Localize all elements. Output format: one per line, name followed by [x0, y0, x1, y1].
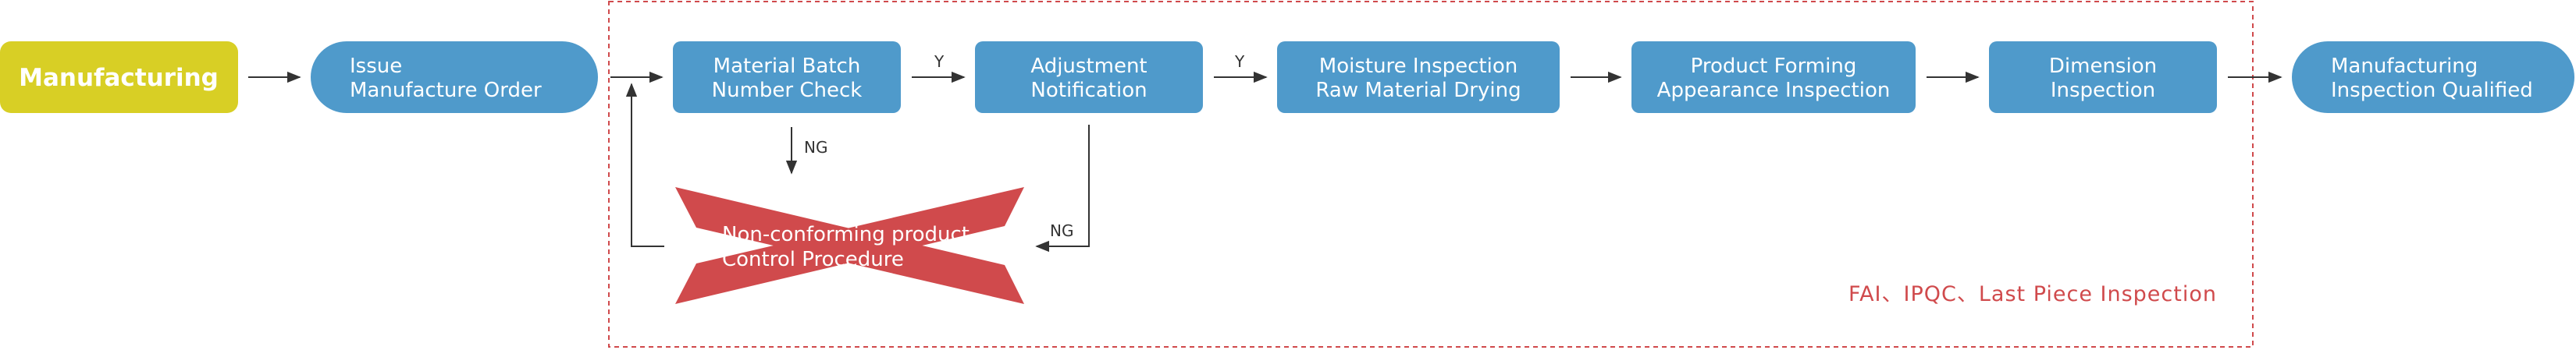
reject-line2: Control Procedure [722, 248, 904, 271]
adjustment-line2: Notification [1030, 79, 1147, 102]
step-product-forming: Product Forming Appearance Inspection [1631, 41, 1916, 113]
forming-line1: Product Forming [1691, 55, 1857, 78]
step-dimension-inspection: Dimension Inspection [1989, 41, 2217, 113]
dimension-line1: Dimension [2049, 55, 2157, 78]
start-manufacturing: Manufacturing [0, 41, 238, 113]
yes-label-1: Y [934, 52, 945, 71]
ng-label-batch: NG [804, 138, 827, 157]
inspection-region [608, 1, 2254, 348]
arrow-reject-loopback [625, 83, 664, 247]
issue-order-line2: Manufacture Order [350, 79, 542, 102]
step-inspection-qualified: Manufacturing Inspection Qualified [2292, 41, 2574, 113]
step-adjustment-notification: Adjustment Notification [975, 41, 1203, 113]
moisture-line2: Raw Material Drying [1315, 79, 1521, 102]
reject-line1: Non-conforming product [722, 223, 970, 246]
adjustment-line1: Adjustment [1030, 55, 1147, 78]
step-issue-manufacture-order: Issue Manufacture Order [311, 41, 598, 113]
issue-order-line1: Issue [350, 55, 402, 78]
step-moisture-inspection: Moisture Inspection Raw Material Drying [1277, 41, 1560, 113]
arrow-adjustment-ng [1035, 125, 1090, 253]
x-cross-icon [675, 187, 1024, 304]
forming-line2: Appearance Inspection [1657, 79, 1891, 102]
ng-label-adjustment: NG [1050, 221, 1073, 240]
inspection-note: FAI、IPQC、Last Piece Inspection [1848, 282, 2217, 306]
reject-non-conforming-procedure: Non-conforming product Control Procedure [722, 223, 970, 271]
dimension-line2: Inspection [2051, 79, 2155, 102]
step-material-batch-check: Material Batch Number Check [673, 41, 901, 113]
batch-check-line2: Number Check [712, 79, 863, 102]
start-label: Manufacturing [19, 64, 219, 92]
yes-label-2: Y [1234, 52, 1245, 71]
batch-check-line1: Material Batch [713, 55, 861, 78]
qualified-line1: Manufacturing [2331, 55, 2478, 78]
moisture-line1: Moisture Inspection [1319, 55, 1517, 78]
qualified-line2: Inspection Qualified [2331, 79, 2533, 102]
